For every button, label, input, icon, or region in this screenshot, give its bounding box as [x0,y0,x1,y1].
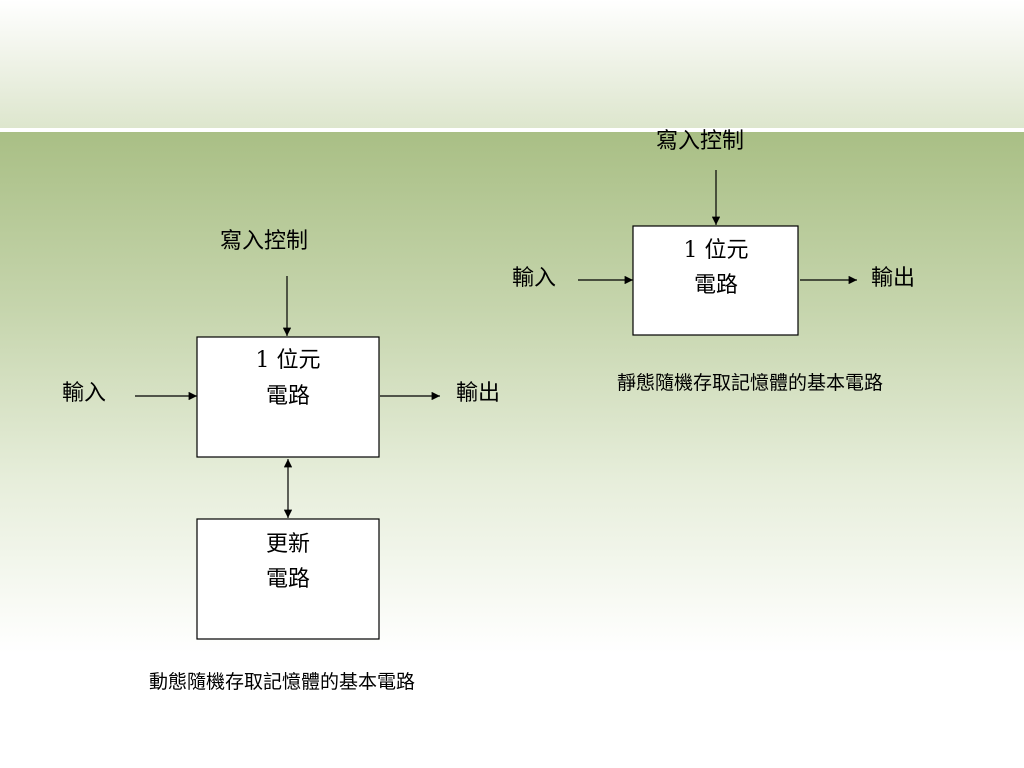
sram-caption: 靜態隨機存取記憶體的基本電路 [617,372,883,394]
dram-refresh-label-line1: 更新 [266,532,310,557]
sram-output-label: 輸出 [871,266,915,291]
dram-caption: 動態隨機存取記憶體的基本電路 [149,671,415,693]
dram-diagram: 寫入控制 輸入 1 位元 電路 輸出 更新 電路 動態隨機存取記憶體的基本電路 [62,229,500,693]
dram-bit-cell-label-line2: 電路 [266,384,310,409]
dram-input-label: 輸入 [62,381,106,406]
sram-bit-cell-label-line2: 電路 [694,273,738,298]
dram-bit-cell-label-line1: 1 位元 [256,348,321,373]
sram-write-control-label: 寫入控制 [656,129,744,154]
header-divider [0,128,1024,132]
content-background [0,132,1024,768]
sram-diagram: 寫入控制 輸入 1 位元 電路 輸出 靜態隨機存取記憶體的基本電路 [512,129,915,394]
sram-bit-cell-box [632,225,799,336]
dram-output-label: 輸出 [456,381,500,406]
dram-refresh-box [196,518,380,640]
sram-input-label: 輸入 [512,266,556,291]
sram-bit-cell-label-line1: 1 位元 [684,238,749,263]
dram-bit-cell-box [196,336,380,458]
dram-write-control-label: 寫入控制 [220,229,308,254]
dram-refresh-label-line2: 電路 [266,567,310,592]
header-band [0,0,1024,128]
